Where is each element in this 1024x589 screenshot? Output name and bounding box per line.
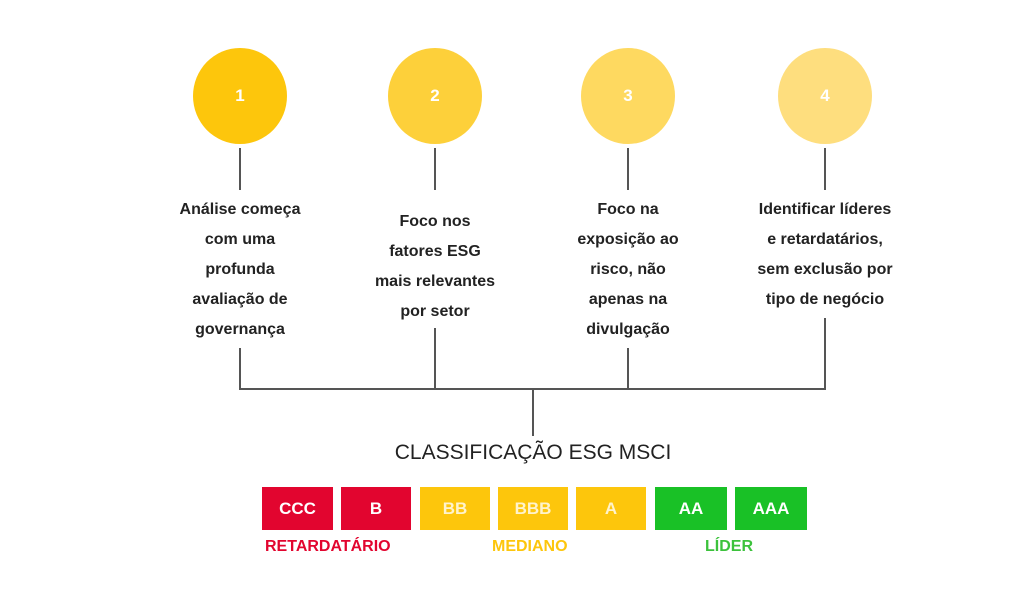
category-average: MEDIANO [492, 538, 568, 555]
connector-line [239, 348, 241, 390]
step-4-circle: 4 [778, 48, 872, 144]
step-1-text: Análise começa com uma profunda avaliaçã… [179, 201, 301, 338]
rating-aaa: AAA [735, 487, 807, 530]
rating-a: A [576, 487, 646, 530]
rating-bb: BB [420, 487, 490, 530]
connector-line [239, 148, 241, 190]
step-number: 4 [820, 86, 830, 105]
step-number: 3 [623, 86, 633, 105]
step-4-text: Identificar líderes e retardatários, sem… [757, 201, 893, 308]
rating-label: BB [442, 498, 468, 518]
step-3-circle: 3 [581, 48, 675, 144]
step-1-circle: 1 [193, 48, 287, 144]
rating-label: A [604, 498, 618, 518]
rating-ccc: CCC [262, 487, 333, 530]
connector-line [627, 348, 629, 390]
connector-line [627, 148, 629, 190]
connector-line [824, 148, 826, 190]
connector-line [434, 148, 436, 190]
step-2-circle: 2 [388, 48, 482, 144]
rating-label: B [369, 498, 383, 518]
step-3-text: Foco na exposição ao risco, não apenas n… [577, 201, 679, 338]
step-2-text: Foco nos fatores ESG mais relevantes por… [374, 213, 496, 320]
connector-line [824, 318, 826, 390]
rating-bbb: BBB [498, 487, 568, 530]
rating-title: CLASSIFICAÇÃO ESG MSCI [394, 441, 672, 464]
rating-b: B [341, 487, 411, 530]
rating-label: AAA [752, 498, 790, 518]
rating-aa: AA [655, 487, 727, 530]
rating-label: CCC [279, 498, 316, 518]
category-laggard: RETARDATÁRIO [265, 538, 391, 555]
rating-label: BBB [514, 498, 552, 518]
step-number: 2 [430, 86, 440, 105]
connector-line [434, 328, 436, 390]
connector-line [532, 388, 534, 436]
rating-label: AA [678, 498, 704, 518]
step-number: 1 [235, 86, 245, 105]
category-leader: LÍDER [705, 538, 753, 555]
